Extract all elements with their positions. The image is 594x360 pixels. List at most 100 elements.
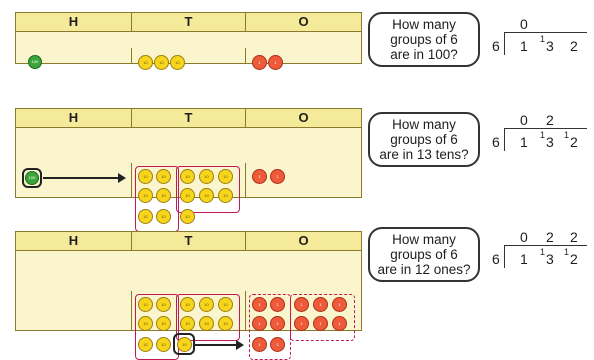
one-counter: 1 xyxy=(252,315,267,331)
ten-counter: 10 xyxy=(156,296,171,312)
ten-counter: 10 xyxy=(199,168,214,184)
quotient-digit: 0 xyxy=(520,16,528,32)
ones-cell: 1 1 1 1 1 1 1 1 1 1 1 1 xyxy=(246,291,361,360)
ten-counter: 10 xyxy=(156,315,171,331)
header-hundreds: H xyxy=(16,13,131,32)
place-value-chart: H T O 10 10 10 10 10 10 10 10 10 10 10 1… xyxy=(15,231,362,360)
dividend-digit: 3 xyxy=(546,134,554,150)
carry-digit: 1 xyxy=(540,34,546,44)
dividend-digit: 1 xyxy=(520,38,528,54)
header-ones: O xyxy=(246,232,361,251)
header-hundreds: H xyxy=(16,109,131,128)
tens-cell: 10 10 10 10 10 10 10 10 10 10 10 10 10 xyxy=(131,290,246,360)
one-counter: 1 xyxy=(252,54,267,70)
ten-counter: 10 xyxy=(180,168,195,184)
exchange-arrow xyxy=(195,343,239,346)
one-counter: 1 xyxy=(294,296,309,312)
question-box: How many groups of 6 are in 12 ones? xyxy=(368,227,480,282)
dividend-digit: 2 xyxy=(570,38,578,54)
header-tens: T xyxy=(131,232,246,251)
place-value-chart: H T O 100 10 10 10 1 1 xyxy=(15,12,362,70)
one-counter: 1 xyxy=(332,315,347,331)
hundreds-cell: 100 xyxy=(16,163,131,198)
dividend-digit: 1 xyxy=(520,251,528,267)
header-ones: O xyxy=(246,13,361,32)
one-counter: 1 xyxy=(294,315,309,331)
dividend-digit: 3 xyxy=(546,38,554,54)
short-division: 0 2 2 6 1 1 3 1 2 xyxy=(488,225,588,285)
hundreds-cell xyxy=(16,291,131,331)
question-line: groups of 6 xyxy=(390,32,458,47)
question-line: are in 100? xyxy=(390,47,458,62)
quotient-digit: 2 xyxy=(570,229,578,245)
carry-digit: 1 xyxy=(540,130,546,140)
one-counter: 1 xyxy=(268,54,283,70)
quotient-digit: 0 xyxy=(520,229,528,245)
ten-counter: 10 xyxy=(199,315,214,331)
carry-digit: 1 xyxy=(564,130,570,140)
place-value-chart: H T O 100 10 10 10 10 10 10 10 10 10 10 … xyxy=(15,108,362,232)
one-counter: 1 xyxy=(252,296,267,312)
exchange-arrow xyxy=(43,176,121,179)
ten-counter: 10 xyxy=(218,315,233,331)
ten-counter: 10 xyxy=(156,187,171,203)
ten-counter: 10 xyxy=(177,336,192,352)
one-counter: 1 xyxy=(332,296,347,312)
group-of-six-outline xyxy=(176,165,240,213)
division-bracket xyxy=(504,128,587,151)
ten-counter: 10 xyxy=(180,187,195,203)
carry-digit: 1 xyxy=(564,247,570,257)
one-counter: 1 xyxy=(270,336,285,352)
division-bracket xyxy=(504,32,587,55)
ten-counter: 10 xyxy=(138,296,153,312)
division-bracket xyxy=(504,245,587,268)
divisor: 6 xyxy=(492,251,500,267)
ten-counter: 10 xyxy=(138,187,153,203)
divisor: 6 xyxy=(492,38,500,54)
ten-counter: 10 xyxy=(154,54,169,70)
dividend-digit: 2 xyxy=(570,134,578,150)
ten-counter: 10 xyxy=(218,187,233,203)
hundred-counter: 100 xyxy=(28,54,42,69)
ten-counter: 10 xyxy=(156,208,171,224)
dividend-digit: 3 xyxy=(546,251,554,267)
dividend-digit: 2 xyxy=(570,251,578,267)
ten-counter: 10 xyxy=(199,187,214,203)
ten-counter: 10 xyxy=(138,315,153,331)
question-line: groups of 6 xyxy=(390,132,458,147)
ten-counter: 10 xyxy=(138,336,153,352)
one-counter: 1 xyxy=(252,168,267,184)
ten-counter: 10 xyxy=(218,168,233,184)
question-line: are in 12 ones? xyxy=(377,262,471,277)
one-counter: 1 xyxy=(252,336,267,352)
ten-counter: 10 xyxy=(180,296,195,312)
arrow-head-icon xyxy=(236,339,244,350)
one-counter: 1 xyxy=(313,315,328,331)
ten-counter: 10 xyxy=(156,336,171,352)
tens-cell: 10 10 10 10 10 10 10 10 10 10 10 10 10 xyxy=(131,162,246,232)
ten-counter: 10 xyxy=(180,315,195,331)
arrow-head-icon xyxy=(118,172,126,183)
ten-counter: 10 xyxy=(138,208,153,224)
ten-counter: 10 xyxy=(138,168,153,184)
question-line: How many xyxy=(392,17,456,32)
exchange-ring xyxy=(22,167,42,188)
short-division: 0 6 1 1 3 2 xyxy=(488,12,588,72)
ones-cell: 1 1 xyxy=(246,48,361,70)
question-line: How many xyxy=(392,232,456,247)
ten-counter: 10 xyxy=(218,296,233,312)
ten-counter: 10 xyxy=(138,54,153,70)
header-hundreds: H xyxy=(16,232,131,251)
ten-counter: 10 xyxy=(199,296,214,312)
hundreds-cell: 100 xyxy=(16,48,131,69)
quotient-digit: 0 xyxy=(520,112,528,128)
header-tens: T xyxy=(131,13,246,32)
dividend-digit: 1 xyxy=(520,134,528,150)
short-division: 0 2 6 1 1 3 1 2 xyxy=(488,108,588,168)
question-line: groups of 6 xyxy=(390,247,458,262)
ten-counter: 10 xyxy=(180,208,195,224)
ten-counter: 10 xyxy=(156,168,171,184)
header-tens: T xyxy=(131,109,246,128)
divisor: 6 xyxy=(492,134,500,150)
header-ones: O xyxy=(246,109,361,128)
